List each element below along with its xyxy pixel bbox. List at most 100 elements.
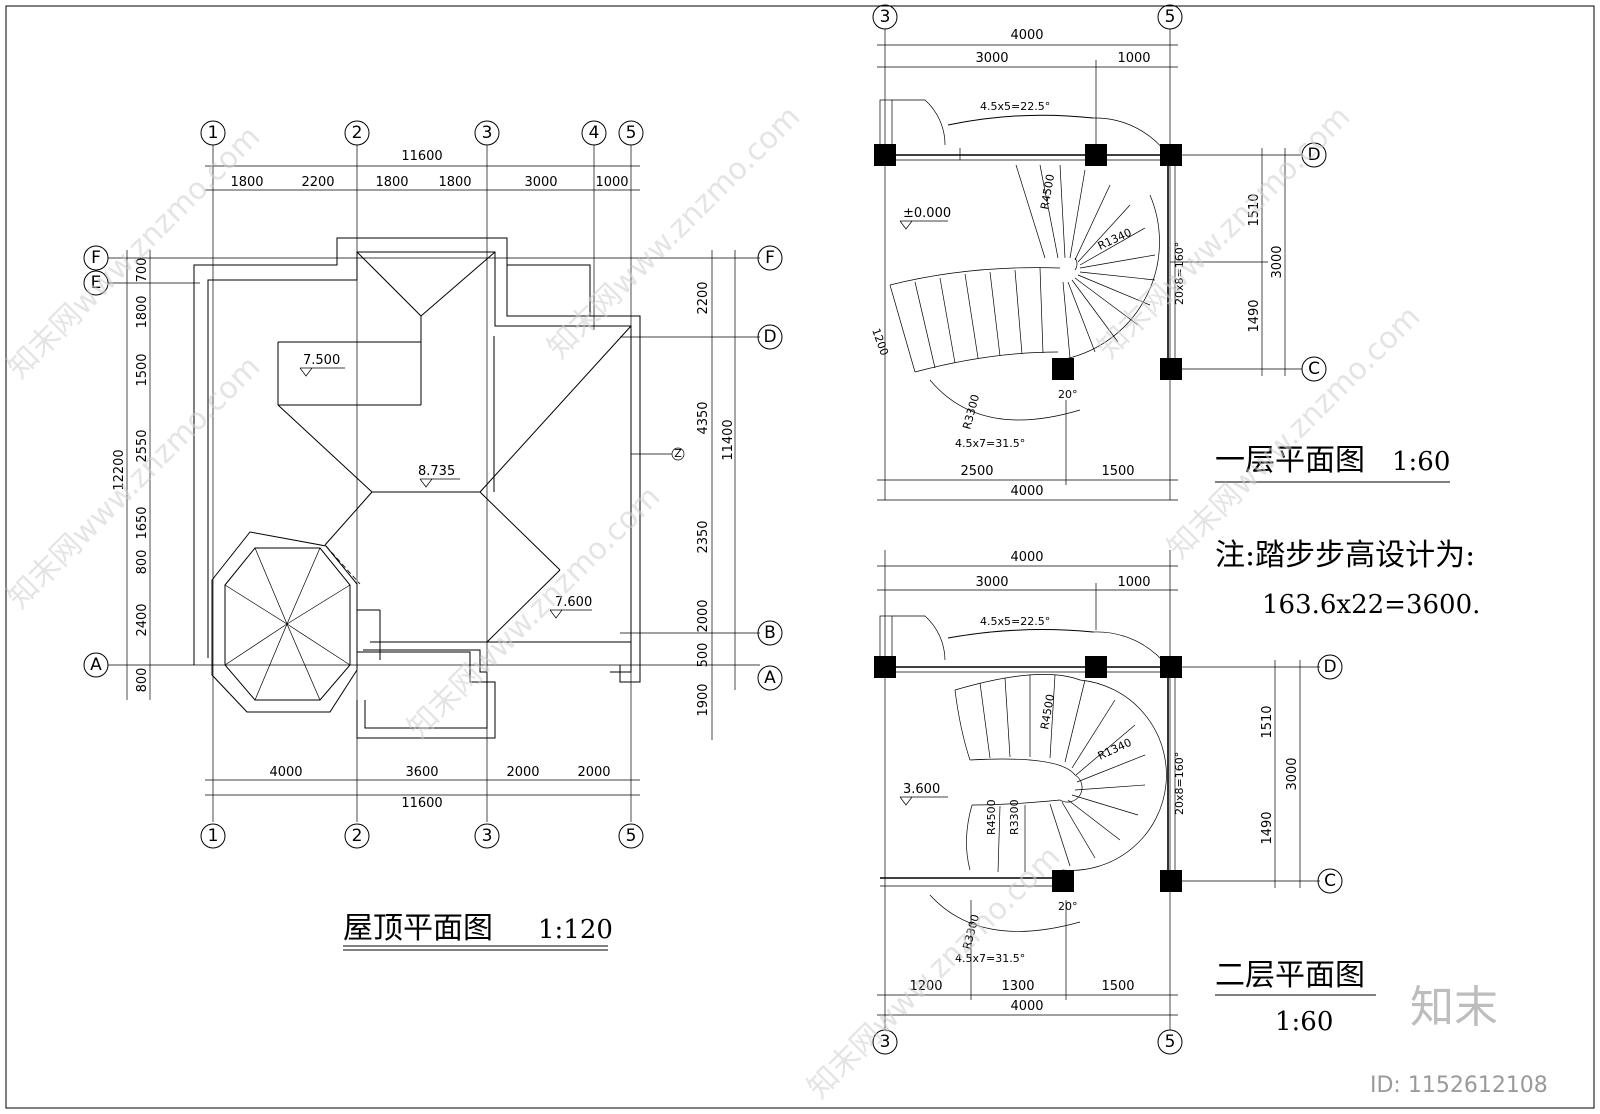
- sf-axis-D: D: [1323, 657, 1336, 677]
- sf-dim-bottom-2: 1500: [1101, 979, 1134, 994]
- sf-level: 3.600: [903, 782, 940, 797]
- svg-text:4350: 4350: [696, 401, 711, 434]
- svg-text:8.735: 8.735: [418, 464, 455, 479]
- sf-dim-right-0: 1510: [1260, 705, 1275, 738]
- svg-text:3600: 3600: [405, 765, 438, 780]
- svg-text:2000: 2000: [506, 765, 539, 780]
- svg-text:D: D: [763, 327, 776, 347]
- sf-dim-top-0: 3000: [975, 575, 1008, 590]
- ff-column: [1085, 144, 1107, 166]
- svg-text:R4500: R4500: [1038, 173, 1057, 210]
- svg-text:3: 3: [482, 826, 493, 846]
- ff-dim-top-0: 3000: [975, 51, 1008, 66]
- svg-text:3000: 3000: [524, 175, 557, 190]
- ff-labels: 4.5x5=22.5° R4500 R1340 20x8=160° 1200 R…: [869, 100, 1186, 450]
- roof-dimension-lines: [126, 165, 736, 796]
- svg-text:2200: 2200: [696, 281, 711, 314]
- note-line-1: 注:踏步步高设计为:: [1215, 538, 1475, 573]
- svg-text:7.600: 7.600: [555, 595, 592, 610]
- roof-outline: [193, 237, 641, 739]
- roof-section-marker: Z: [631, 447, 685, 461]
- ff-axis-D: D: [1307, 145, 1320, 165]
- ff-dim-right-total: 3000: [1270, 245, 1285, 278]
- roof-dim-top-total: 11600: [401, 149, 442, 164]
- note-line-2: 163.6x22=3600.: [1262, 590, 1480, 620]
- roof-grid-bubbles-right: F D B A: [757, 245, 783, 691]
- roof-dim-left: 700 1800 1500 2550 1650 800 2400 800 122…: [112, 258, 150, 693]
- ff-scale: 1:60: [1392, 447, 1450, 477]
- svg-text:4000: 4000: [269, 765, 302, 780]
- sf-axis-C: C: [1324, 871, 1336, 891]
- svg-text:知末网www.znzmo.com: 知末网www.znzmo.com: [1161, 299, 1427, 565]
- ff-axis-3: 3: [880, 7, 891, 27]
- stair-note: 注:踏步步高设计为: 163.6x22=3600.: [1215, 538, 1480, 620]
- roof-dim-bottom-total: 11600: [401, 796, 442, 811]
- svg-text:F: F: [91, 248, 101, 268]
- svg-text:知末网www.znzmo.com: 知末网www.znzmo.com: [1, 349, 267, 615]
- sf-scale: 1:60: [1275, 1007, 1333, 1037]
- ff-dim-bottom-total: 4000: [1010, 484, 1043, 499]
- ff-axis-C: C: [1308, 359, 1320, 379]
- svg-text:4: 4: [589, 123, 600, 143]
- roof-dim-top: 1800 2200 1800 1800 3000 1000: [230, 175, 628, 190]
- image-id: ID: 1152612108: [1370, 1073, 1548, 1098]
- svg-text:2350: 2350: [696, 520, 711, 553]
- roof-dim-bottom: 4000 3600 2000 2000: [269, 765, 610, 780]
- svg-text:1800: 1800: [375, 175, 408, 190]
- ff-column: [1160, 144, 1182, 166]
- svg-text:F: F: [765, 248, 775, 268]
- sf-axis-3: 3: [880, 1032, 891, 1052]
- ff-dim-right-1: 1490: [1247, 299, 1262, 332]
- svg-text:1200: 1200: [869, 327, 891, 358]
- sf-title: 二层平面图: [1215, 958, 1365, 993]
- ff-spiral-stair: [889, 164, 1160, 421]
- svg-text:20x8=160°: 20x8=160°: [1173, 242, 1186, 305]
- svg-text:1500: 1500: [135, 353, 150, 386]
- svg-text:A: A: [764, 668, 776, 688]
- svg-text:20°: 20°: [1058, 900, 1078, 913]
- svg-text:R3300: R3300: [1008, 799, 1021, 835]
- svg-text:11400: 11400: [721, 419, 736, 460]
- sf-dim-bottom-0: 1200: [909, 979, 942, 994]
- sf-dim-top-1: 1000: [1117, 575, 1150, 590]
- svg-text:1800: 1800: [438, 175, 471, 190]
- ff-dim-bottom-1: 1500: [1101, 464, 1134, 479]
- svg-text:2550: 2550: [135, 429, 150, 462]
- sf-dim-bottom-total: 4000: [1010, 999, 1043, 1014]
- watermark-layer: 知末网www.znzmo.com 知末网www.znzmo.com 知末网www…: [1, 99, 1427, 1105]
- svg-text:2000: 2000: [696, 599, 711, 632]
- svg-text:1900: 1900: [696, 683, 711, 716]
- svg-text:B: B: [764, 623, 776, 643]
- ff-axis-5: 5: [1165, 7, 1176, 27]
- roof-grid-bubbles-left: F E A: [83, 245, 109, 678]
- first-floor-plan: 3 5 D C 4000 3000 1000 2500 1500 4000 15…: [869, 4, 1450, 501]
- svg-text:2: 2: [352, 826, 363, 846]
- sf-spiral-stair: [929, 674, 1167, 932]
- roof-grid-bubbles-bottom: 1 2 3 5: [200, 823, 644, 849]
- svg-text:4.5x7=31.5°: 4.5x7=31.5°: [955, 952, 1025, 965]
- svg-text:2400: 2400: [135, 603, 150, 636]
- ff-dim-bottom-0: 2500: [960, 464, 993, 479]
- ff-column: [1052, 358, 1074, 380]
- svg-text:20°: 20°: [1058, 388, 1078, 401]
- roof-plan-title: 屋顶平面图: [343, 911, 493, 946]
- ff-dim-top-total: 4000: [1010, 28, 1043, 43]
- svg-text:R1340: R1340: [1096, 736, 1134, 763]
- roof-plan: 1 2 3 4 5 1 2 3 5 F E A F D B A: [83, 120, 783, 951]
- roof-plan-scale: 1:120: [538, 915, 613, 945]
- ff-dim-right-0: 1510: [1247, 193, 1262, 226]
- sf-column: [1052, 870, 1074, 892]
- ff-column: [874, 144, 896, 166]
- svg-text:1800: 1800: [230, 175, 263, 190]
- svg-text:2: 2: [352, 123, 363, 143]
- sf-column: [874, 656, 896, 678]
- svg-text:5: 5: [626, 826, 637, 846]
- ff-dim-top-1: 1000: [1117, 51, 1150, 66]
- svg-text:20x8=160°: 20x8=160°: [1173, 752, 1186, 815]
- svg-text:2000: 2000: [577, 765, 610, 780]
- sf-dim-bottom-1: 1300: [1001, 979, 1034, 994]
- svg-text:500: 500: [696, 643, 711, 668]
- sf-axis-5: 5: [1165, 1032, 1176, 1052]
- ff-column: [1160, 358, 1182, 380]
- svg-text:知末网www.znzmo.com: 知末网www.znzmo.com: [801, 839, 1067, 1105]
